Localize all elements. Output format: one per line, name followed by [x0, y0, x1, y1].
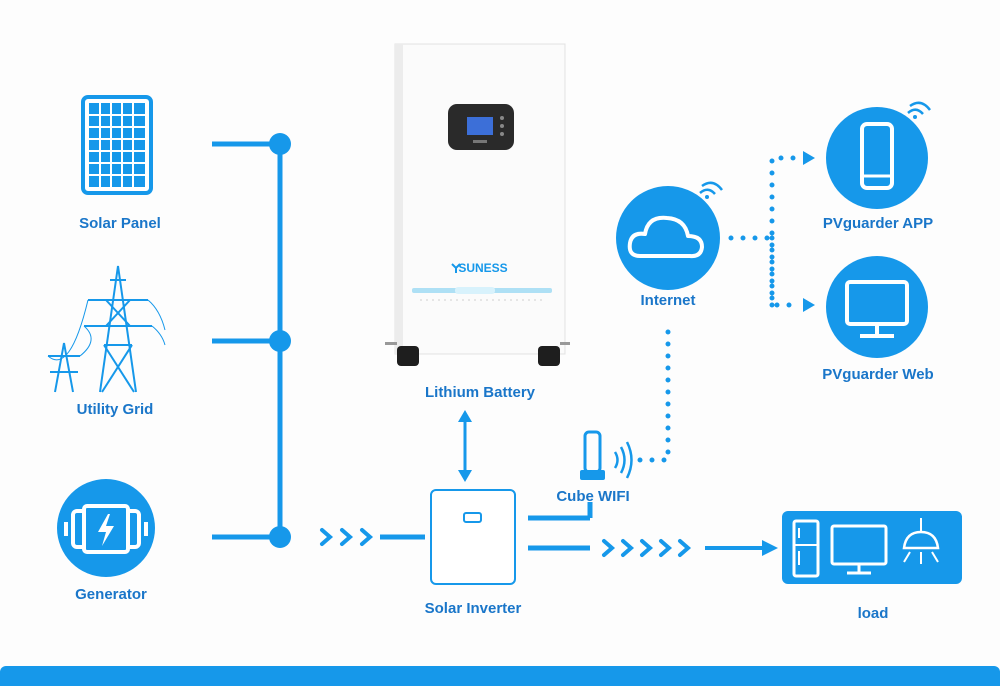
inverter-icon: [430, 489, 516, 585]
generator-icon: [57, 479, 155, 577]
internet-label: Internet: [640, 292, 696, 309]
solar-inverter-label: Solar Inverter: [424, 600, 522, 617]
flow-chevrons-load: [602, 539, 692, 557]
web-label: PVguarder Web: [822, 366, 934, 383]
bus-junctions: [269, 133, 291, 548]
utility-grid-label: Utility Grid: [76, 401, 154, 418]
dotted-links: [637, 155, 803, 463]
lithium-battery-label: Lithium Battery: [424, 384, 535, 401]
phone-icon: [826, 101, 931, 209]
wifi-dongle-icon: [580, 430, 633, 480]
monitor-icon: [826, 256, 928, 358]
battery-inverter-arrow: [458, 410, 472, 482]
cube-wifi-label: Cube WIFI: [556, 488, 630, 505]
battery-cabinet: SUNESS: [385, 43, 570, 366]
app-label: PVguarder APP: [822, 215, 934, 232]
power-tower-icon: [47, 265, 166, 393]
solar-panel-icon: [81, 95, 153, 195]
dotted-arrowheads: [803, 151, 815, 312]
bottom-bar: [0, 666, 1000, 686]
cloud-icon: [616, 181, 723, 290]
flow-chevrons-generator: [320, 528, 374, 546]
solar-panel-label: Solar Panel: [79, 215, 161, 232]
generator-label: Generator: [75, 586, 147, 603]
load-label: load: [857, 605, 889, 622]
load-icon: [782, 511, 962, 584]
brand-text: SUNESS: [458, 261, 507, 275]
load-arrow: [705, 540, 778, 556]
